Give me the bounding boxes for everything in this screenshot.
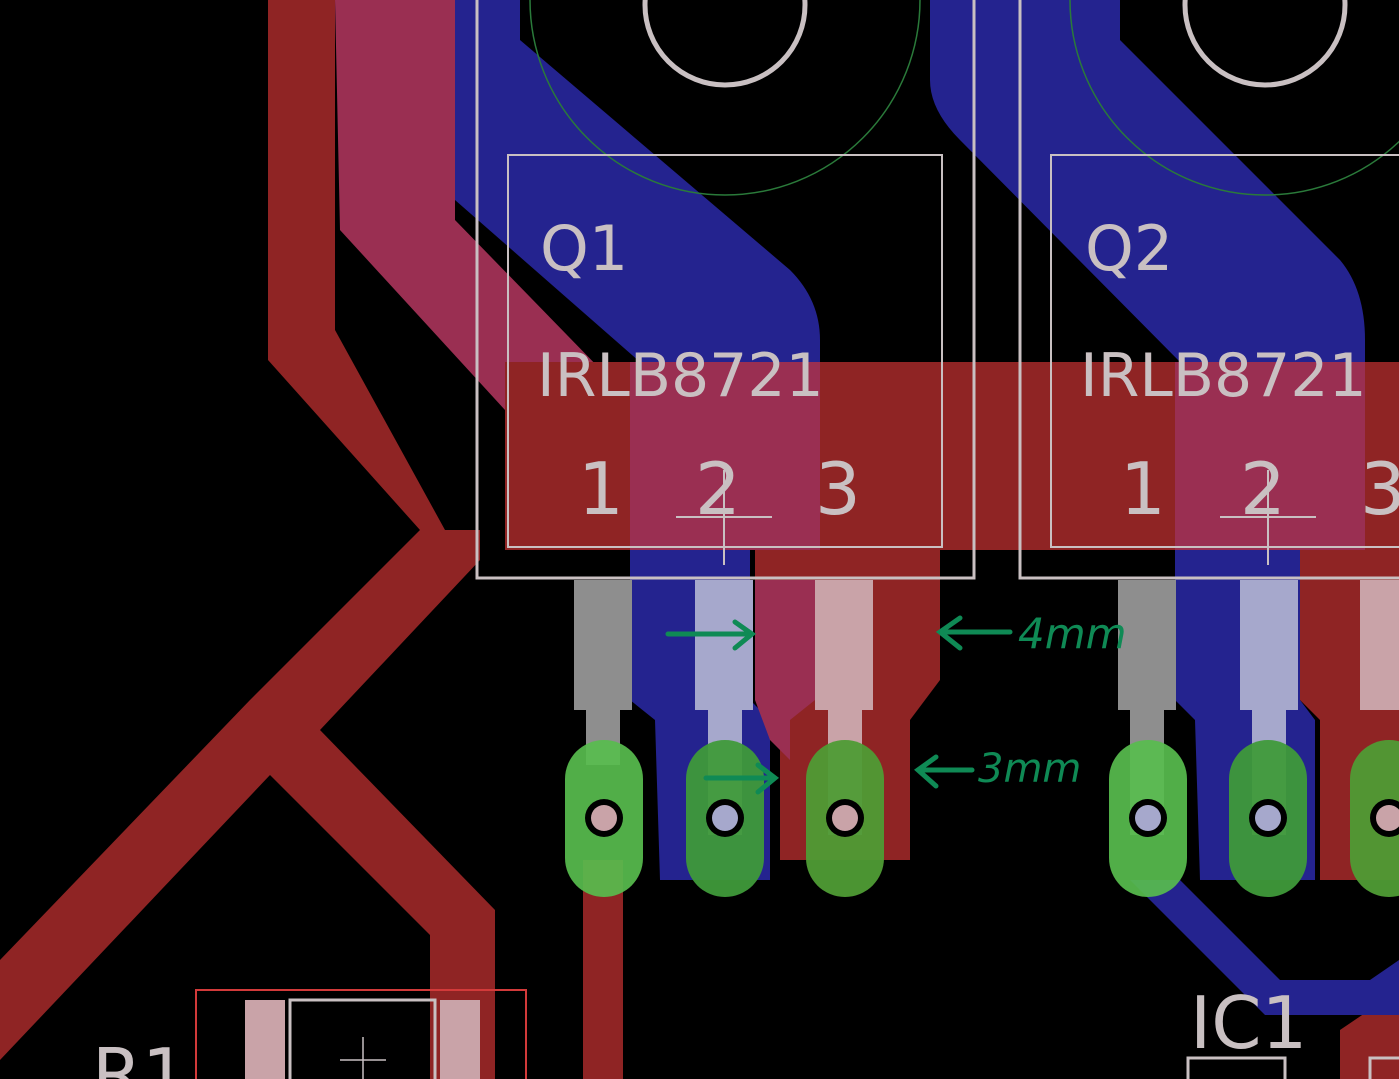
pads (565, 740, 1399, 897)
overlap-q1-pin3 (755, 580, 815, 760)
top-trace-left-main[interactable] (0, 0, 495, 1079)
overlap-regions (630, 362, 1365, 760)
mounting-hole-q1 (642, 0, 808, 88)
r1-crosshair (340, 1037, 386, 1079)
bottom-trace-q2-drain[interactable] (930, 0, 1365, 362)
r1-pad-left (245, 1000, 285, 1079)
r1-pad-right (440, 1000, 480, 1079)
arrow-left-lower (914, 754, 975, 789)
mounting-hole-q2 (1182, 0, 1348, 88)
r1-footprint[interactable]: R1 (92, 989, 527, 1079)
q2-value-label: IRLB8721 (1080, 341, 1367, 411)
q2-leg-2 (1240, 580, 1298, 710)
q1-body-outline[interactable] (475, 0, 976, 580)
arrow-right-upper (665, 619, 757, 651)
q2-pin3-label: 3 (1360, 447, 1399, 531)
r1-ref-label: R1 (92, 1033, 188, 1079)
q1-ref-label: Q1 (540, 212, 628, 285)
ic1-footprint[interactable]: IC1 (1186, 981, 1399, 1079)
ic1-ref-label: IC1 (1190, 981, 1307, 1065)
q2-pad-3[interactable] (1350, 740, 1399, 897)
q2-body-outline[interactable] (1018, 0, 1399, 580)
q2-pad-2[interactable] (1229, 740, 1307, 897)
q2-leg-1 (1118, 580, 1176, 710)
q2-origin-crosshair (1220, 470, 1316, 565)
q1-value-label: IRLB8721 (537, 341, 824, 411)
annotation-upper-distance: 4mm (1018, 609, 1127, 658)
ic1-body-outline (1186, 1056, 1287, 1079)
arrow-right-lower (703, 762, 780, 795)
bottom-trace-q1-drain[interactable] (455, 0, 820, 362)
mounting-hole-q2-outline (1069, 0, 1399, 196)
q2-pad-1[interactable] (1109, 740, 1187, 897)
clearance-annotations (665, 615, 1013, 795)
q1-leg-1 (574, 580, 632, 710)
q1-leg-3 (815, 580, 873, 710)
top-trace-upper-diagonal[interactable] (335, 0, 640, 470)
q1-pin2-label: 2 (695, 447, 741, 531)
q1-leg-2 (695, 580, 753, 710)
r1-courtyard (195, 989, 527, 1079)
silkscreen-holes (529, 0, 1399, 196)
arrow-left-upper (935, 615, 1013, 651)
silkscreen-labels: Q1 IRLB8721 1 2 3 Q2 IRLB8721 1 2 3 (537, 212, 1399, 565)
q2-ref-label: Q2 (1085, 212, 1173, 285)
bottom-trace-to-ic1[interactable] (1130, 880, 1399, 1015)
q1-pin3-label: 3 (815, 447, 861, 531)
ic1-body-outline-right (1368, 1056, 1399, 1079)
q2-leg-3 (1360, 580, 1399, 710)
q1-origin-crosshair (676, 470, 772, 565)
q2-inner-outline (1050, 154, 1399, 548)
q1-pad-2[interactable] (686, 740, 764, 897)
q1-pad-3[interactable] (806, 740, 884, 897)
r1-body-outline (288, 998, 437, 1079)
annotation-lower-distance: 3mm (978, 746, 1081, 792)
q2-pin2-label: 2 (1240, 447, 1286, 531)
q1-pin1-label: 1 (578, 447, 624, 531)
mounting-hole-q1-outline (529, 0, 921, 196)
overlap-q2-bus (1175, 362, 1365, 550)
q2-pin1-label: 1 (1120, 447, 1166, 531)
q1-pad-1[interactable] (565, 740, 643, 897)
